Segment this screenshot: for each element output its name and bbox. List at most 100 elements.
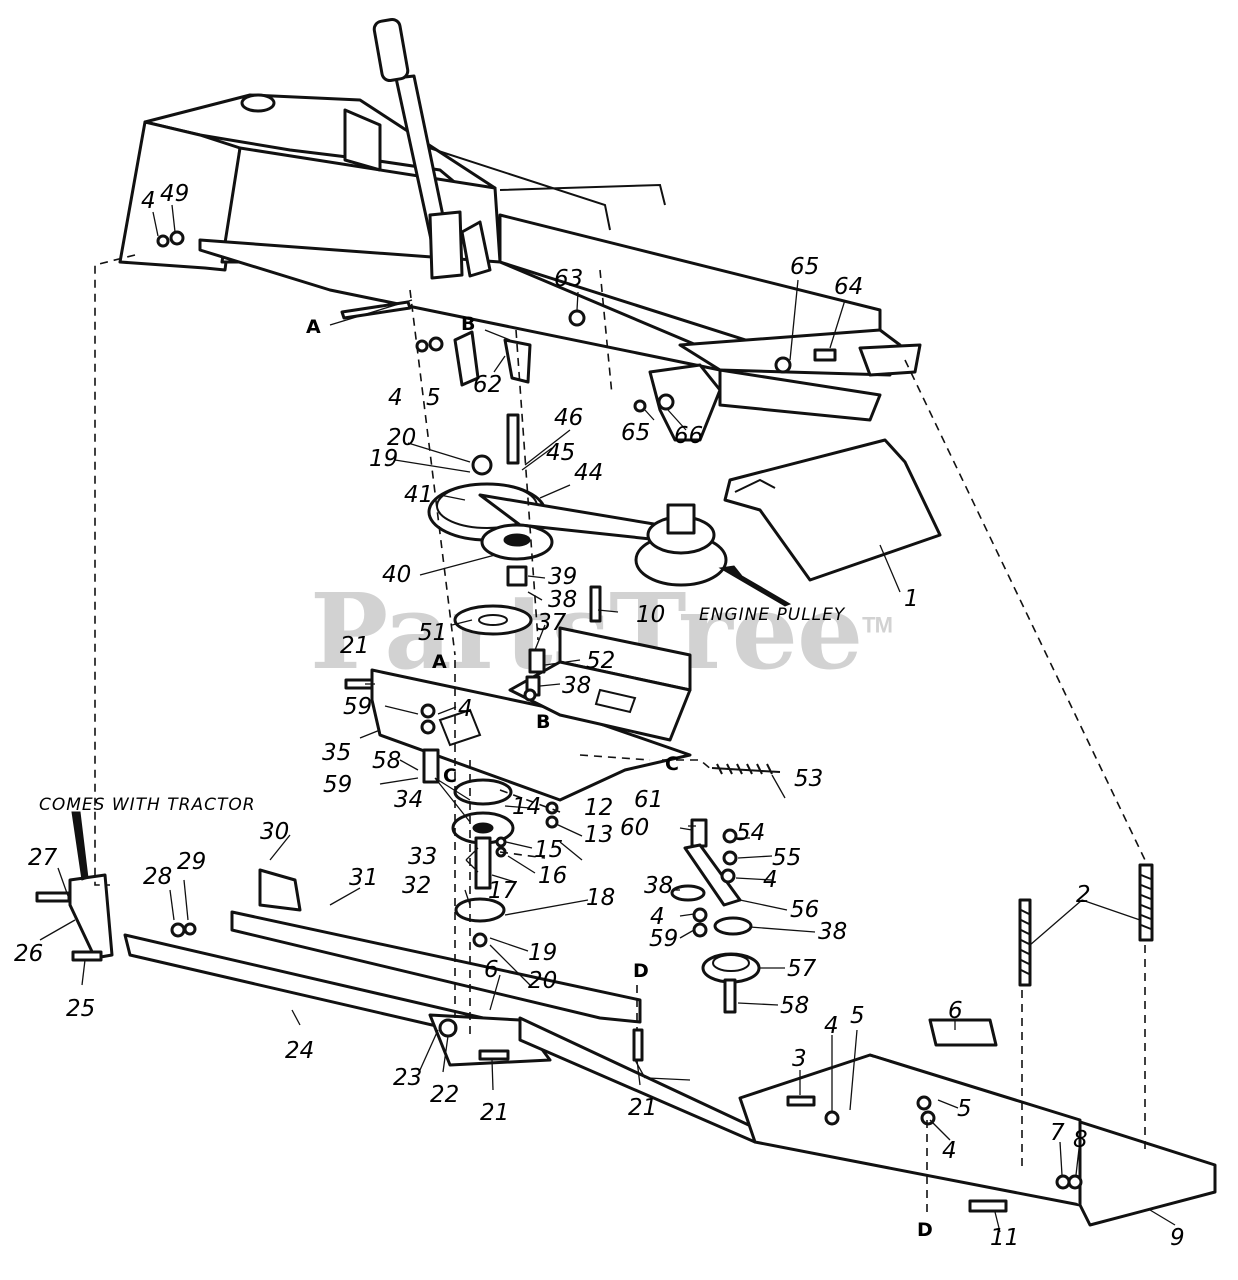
part-label: 18 (586, 885, 615, 911)
part-label: 21 (480, 1100, 509, 1126)
part-label: 8 (1073, 1127, 1088, 1153)
svg-text:A: A (432, 651, 447, 673)
part-label: 41 (404, 482, 433, 508)
part-label: 39 (548, 564, 577, 590)
part-label: 9 (1170, 1225, 1185, 1251)
part-label: 52 (586, 648, 615, 674)
part-label: 4 (650, 904, 665, 930)
part-label: 64 (834, 274, 863, 300)
part-label: 38 (818, 919, 847, 945)
part-label: 19 (528, 940, 557, 966)
part-label: 16 (538, 863, 567, 889)
part-label: 4 (824, 1013, 839, 1039)
part-label: 30 (260, 819, 289, 845)
reference-letters: A B A B C C D D (306, 313, 933, 1241)
part-label: 17 (488, 878, 518, 904)
engine-pulley-label: ENGINE PULLEY (699, 605, 846, 625)
springs (1018, 863, 1154, 987)
svg-text:B: B (536, 711, 550, 733)
part-label: 57 (787, 956, 817, 982)
part-label: 38 (644, 873, 673, 899)
part-label: 13 (584, 822, 613, 848)
part-label: 37 (537, 610, 567, 636)
part-label: 27 (28, 845, 58, 871)
part-label: 51 (418, 620, 447, 646)
part-label: 60 (620, 815, 649, 841)
reference-lines (94, 254, 1146, 1215)
part-label: 21 (340, 633, 369, 659)
part-label: 3 (792, 1046, 807, 1072)
part-label: 65 (621, 420, 650, 446)
part-label: 59 (323, 772, 352, 798)
part-label: 38 (548, 587, 577, 613)
part-label: 6 (484, 957, 499, 983)
part-label: 15 (534, 837, 563, 863)
part-label: 58 (372, 748, 401, 774)
part-label: 54 (736, 820, 765, 846)
part-label: 53 (794, 766, 823, 792)
part-label: 22 (430, 1082, 459, 1108)
part-label: 11 (990, 1225, 1019, 1251)
part-label: 65 (790, 254, 819, 280)
comes-with-tractor-label: COMES WITH TRACTOR (39, 795, 256, 815)
tractor-frame (118, 17, 922, 442)
part-label: 38 (562, 673, 591, 699)
hardware (35, 230, 837, 1107)
part-label: 19 (369, 446, 398, 472)
part-label: 4 (458, 696, 473, 722)
pulley-belt-assembly (427, 413, 728, 636)
part-label: 4 (942, 1138, 957, 1164)
part-label: 5 (957, 1096, 972, 1122)
part-label: 28 (143, 864, 172, 890)
part-label: 10 (636, 602, 665, 628)
part-number-labels: 4 49 63 65 64 4 5 62 46 65 66 20 19 45 4… (14, 181, 1185, 1251)
part-label: 66 (674, 423, 703, 449)
part-label: 4 (141, 188, 156, 214)
part-label: 5 (426, 385, 441, 411)
part-label: 45 (546, 440, 575, 466)
part-label: 49 (160, 181, 189, 207)
part-label: 58 (780, 993, 809, 1019)
mount-bracket (370, 626, 692, 802)
part-label: 61 (634, 787, 663, 813)
part-label: 23 (393, 1065, 422, 1091)
part-label: 44 (574, 460, 603, 486)
comes-with-tractor-arrow (71, 811, 89, 881)
mower-plate (723, 438, 942, 582)
part-label: 24 (285, 1038, 314, 1064)
svg-text:C: C (443, 765, 457, 787)
lower-rails (68, 868, 757, 1144)
part-label: 5 (850, 1003, 865, 1029)
svg-text:D: D (633, 960, 649, 982)
part-label: 4 (763, 867, 778, 893)
part-label: 26 (14, 941, 43, 967)
part-label: 12 (584, 795, 613, 821)
part-label: 1 (904, 586, 919, 612)
part-label: 14 (512, 794, 541, 820)
leader-lines (39, 204, 1176, 1233)
part-label: 46 (554, 405, 583, 431)
part-label: 59 (649, 926, 678, 952)
part-label: 21 (628, 1095, 657, 1121)
part-label: 29 (177, 849, 206, 875)
svg-text:C: C (665, 753, 679, 775)
engine-pulley-arrow (718, 565, 792, 607)
svg-text:B: B (461, 313, 475, 335)
part-label: 35 (322, 740, 351, 766)
part-label: 2 (1076, 882, 1091, 908)
part-label: 20 (387, 425, 416, 451)
part-label: 7 (1050, 1120, 1065, 1146)
rear-frame (738, 1018, 1217, 1227)
svg-text:A: A (306, 316, 321, 338)
part-label: 6 (948, 998, 963, 1024)
part-label: 4 (388, 385, 403, 411)
part-label: 59 (343, 694, 372, 720)
part-label: 63 (554, 266, 583, 292)
part-label: 32 (402, 873, 431, 899)
part-label: 25 (66, 996, 95, 1022)
part-label: 62 (473, 372, 502, 398)
part-label: 55 (772, 845, 801, 871)
part-label: 31 (349, 865, 378, 891)
part-label: 56 (790, 897, 819, 923)
